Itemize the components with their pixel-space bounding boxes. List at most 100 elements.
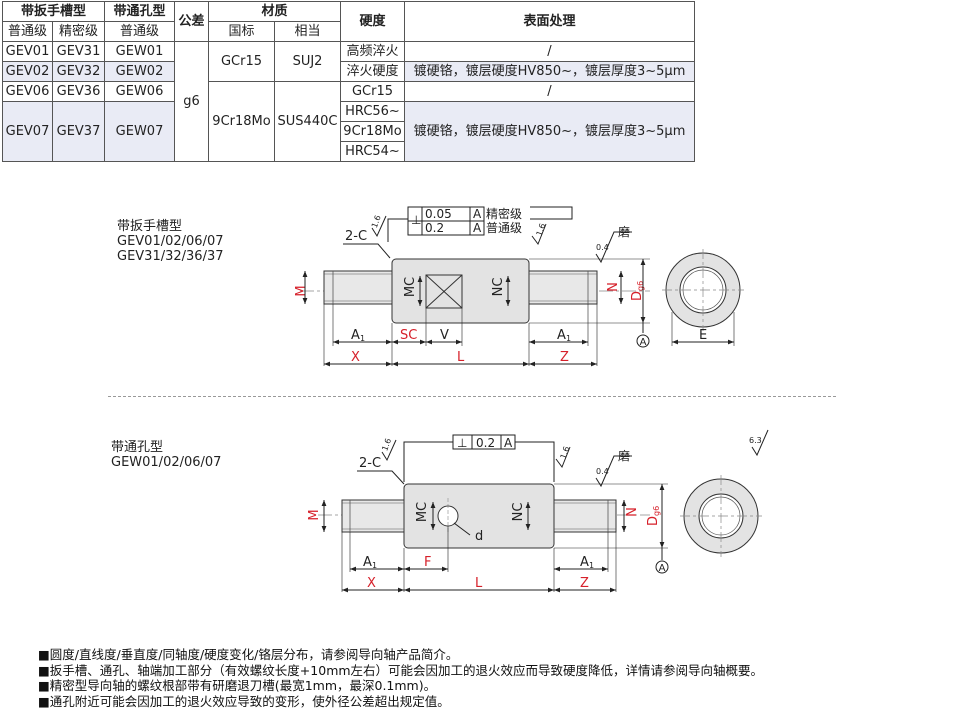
drawing2-title: 带通孔型 (111, 440, 164, 455)
cell-model: GEV07 (2, 101, 53, 162)
drawing2-fcf: ⊥ 0.2 A (403, 434, 555, 482)
drawing1-title: 带扳手槽型 (117, 219, 183, 234)
dim-X: X (367, 576, 376, 591)
note-line: ■扳手槽、通孔、轴端加工部分（有效螺纹长度+10mm左右）可能会因加工的退火效应… (38, 662, 764, 678)
roughness-value: 0.4 (596, 243, 609, 252)
cell-hardness: HRC56~ (340, 101, 405, 122)
dim-N: N (606, 282, 621, 292)
dim-L: L (475, 576, 483, 591)
cell-hardness: GCr15 (340, 81, 405, 102)
dim-D: D g6 (646, 506, 661, 526)
dim-E: E (699, 328, 707, 343)
cell-surface: / (404, 81, 695, 102)
end-view-2 (680, 475, 762, 557)
dim-A1-sub: 1 (589, 561, 594, 570)
table-row: GEV02 GEV32 GEW02 淬火硬度 镀硬铬，镀层硬度HV850~，镀层… (2, 61, 695, 82)
dim-M: M (307, 509, 322, 520)
roughness-symbol: 1.6 (555, 445, 571, 469)
dim-A1-letter: A (557, 328, 566, 343)
cell-hardness: 9Cr18Mo (340, 121, 405, 142)
subheader-national: 国标 (208, 21, 275, 42)
dim-D-sub: g6 (652, 506, 661, 516)
cell-surface: / (404, 41, 695, 62)
cell-hardness: 淬火硬度 (340, 61, 405, 82)
chamfer-label: 2-C (359, 456, 381, 471)
dim-NC: NC (491, 278, 506, 297)
note-line: ■圆度/直线度/垂直度/同轴度/硬度变化/铬层分布，请参阅导向轴产品简介。 (38, 647, 459, 662)
cell-tolerance: g6 (174, 41, 209, 162)
dim-D-letter: D (630, 291, 645, 301)
drawing1-title-block: 带扳手槽型 GEV01/02/06/07 GEV31/32/36/37 (117, 219, 224, 264)
roughness-value: 1.6 (380, 437, 393, 452)
drawing2-title-block: 带通孔型 GEW01/02/06/07 (111, 440, 221, 470)
roughness-value: 0.4 (596, 467, 609, 476)
dim-Z: Z (580, 576, 589, 591)
dim-d: d (475, 529, 483, 544)
cell-model: GEW02 (104, 61, 175, 82)
fcf-datum: A (473, 221, 482, 235)
section-divider (108, 396, 836, 397)
cell-model: GEV01 (2, 41, 53, 62)
cell-hardness: HRC54~ (340, 141, 405, 162)
table-row: GEV07 GEV37 GEW07 HRC56~ 镀硬铬，镀层硬度HV850~，… (2, 101, 695, 162)
subheader-equivalent: 相当 (274, 21, 341, 42)
cell-surface: 镀硬铬，镀层硬度HV850~，镀层厚度3~5μm (404, 61, 695, 82)
header-tolerance: 公差 (174, 1, 209, 42)
dim-N: N (625, 507, 640, 517)
roughness-value: 1.6 (370, 214, 383, 229)
fcf-grade: 普通级 (486, 221, 522, 235)
dim-A1-letter: A (580, 555, 589, 570)
dim-MC: MC (415, 502, 430, 522)
roughness-value: 1.6 (535, 222, 548, 237)
fcf-grade: 精密级 (486, 206, 522, 221)
header-material: 材质 (208, 1, 341, 22)
spec-table: 带扳手槽型 带通孔型 公差 材质 硬度 表面处理 普通级 精密级 普通级 国标 … (2, 1, 695, 162)
cell-material-equivalent: SUJ2 (274, 41, 341, 82)
grind-label: 磨 (618, 225, 630, 239)
cell-material-national: 9Cr18Mo (208, 81, 275, 162)
fcf-datum: A (473, 207, 482, 221)
dim-A1-left: A 1 (363, 555, 377, 570)
cell-model: GEW01 (104, 41, 175, 62)
dim-Z: Z (560, 350, 569, 365)
shaft-through-hole (318, 483, 650, 549)
fcf-value: 0.2 (425, 221, 444, 235)
drawing2-svg: ⊥ 0.2 A 2-C 1.6 1.6 0.4 磨 6.3 d M MC (307, 429, 769, 593)
cell-material-national: GCr15 (208, 41, 275, 82)
dim-D: D g6 (630, 281, 645, 301)
cell-hardness: 高频淬火 (340, 41, 405, 62)
cell-material-equivalent: SUS440C (274, 81, 341, 162)
dim-L: L (457, 350, 465, 365)
grind-roughness: 0.4 磨 (595, 449, 632, 488)
dim-A1-sub: 1 (360, 334, 365, 343)
cell-model: GEV06 (2, 81, 53, 102)
note-line: ■通孔附近可能会因加工的退火效应导致的变形，使外径公差超出规定值。 (38, 693, 450, 709)
dim-SC: SC (400, 328, 417, 343)
cell-model: GEV37 (52, 101, 105, 162)
fcf-datum: A (504, 436, 513, 450)
dim-A1-right: A 1 (580, 555, 594, 570)
drawing1-svg: ⊥ 0.05 A 精密级 0.2 A 普通级 2-C 1.6 1.6 0.4 磨 (294, 206, 744, 367)
note-line: ■精密型导向轴的螺纹根部带有研磨退刀槽(最宽1mm，最深0.1mm)。 (38, 678, 437, 693)
table-row: HRC54~ (3, 141, 695, 162)
shaft-wrench-slot (300, 258, 650, 324)
roughness-symbol: 1.6 (380, 437, 397, 462)
subheader-precision: 精密级 (52, 21, 105, 42)
roughness-symbol: 1.6 (370, 214, 387, 238)
table-row: 9Cr18Mo (3, 121, 695, 142)
drawing2-models: GEW01/02/06/07 (111, 455, 222, 470)
header-surface: 表面处理 (404, 1, 695, 42)
header-handle-slot: 带扳手槽型 (2, 1, 105, 22)
dim-V: V (440, 328, 449, 343)
chamfer-label: 2-C (345, 229, 367, 244)
roughness-63: 6.3 (749, 429, 769, 457)
grind-roughness: 0.4 磨 (595, 225, 632, 264)
datum-A: A (640, 337, 647, 348)
subheader-normal: 普通级 (2, 21, 53, 42)
subheader-normal2: 普通级 (104, 21, 175, 42)
header-hardness: 硬度 (340, 1, 405, 42)
dim-A1-sub: 1 (372, 561, 377, 570)
dim-A1-letter: A (351, 328, 360, 343)
dim-M: M (294, 285, 309, 296)
dim-F: F (424, 555, 431, 570)
